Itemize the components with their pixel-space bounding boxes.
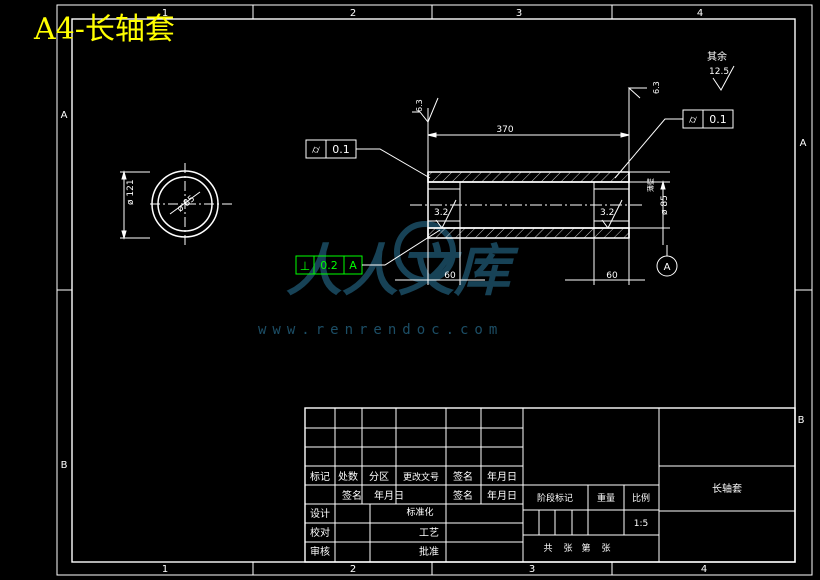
tol-left-value: 0.1 [332,143,350,156]
zone-bottom-2: 2 [350,564,356,575]
dim-right-len: 60 [606,271,618,281]
tb-scale-value: 1:5 [634,519,648,529]
watermark-brand: 人人文库 [286,239,519,304]
dim-bore-dia: ø 85 [660,195,670,215]
tb-standardize: 标准化 [406,506,433,518]
zone-labels: 1 2 3 4 1 2 3 4 A B A B [61,8,807,575]
dim-length: 370 [496,125,513,135]
watermark-url: www.renrendoc.com [258,322,504,338]
zone-top-4: 4 [697,8,703,19]
tol-perp-value: 0.2 [320,259,338,272]
tol-frame-right [614,109,734,179]
tol-right-value: 0.1 [709,113,727,126]
section-view [410,171,645,239]
roughness-inner [435,199,623,229]
zone-top-3: 3 [516,8,522,19]
watermark-logo: 人人文库 [286,221,519,304]
tb-sheets-total: 共 [543,543,552,554]
tb-header-mark: 标记 [310,471,330,483]
roughness-note [712,65,735,91]
tb-role-check: 校对 [310,526,330,539]
tol-right-symbol: ⌭ [689,113,697,126]
tb-date-1: 年月日 [374,489,404,502]
section-bottom-wall [427,227,630,239]
tb-header-date: 年月日 [487,470,517,483]
rough-left-top-value: 6.3 [415,99,424,112]
zone-right-b: B [798,415,805,426]
tb-header-count: 处数 [338,470,358,483]
tb-stage-mark: 阶段标记 [537,492,573,504]
tol-frame-left [305,139,431,179]
bottom-dimensions [395,228,645,285]
roughness-left-top [412,97,439,123]
zone-marks [57,5,812,575]
tb-role-design: 设计 [310,507,330,520]
tb-weight: 重量 [597,492,615,504]
datum-marker [656,245,678,277]
tb-sign-2: 签名 [453,489,473,502]
end-view [120,163,233,245]
tb-header-change: 更改文号 [403,471,439,483]
tb-sheet-unit: 张 [601,543,610,554]
dim-outer-dia: ø 121 [126,179,136,205]
tb-date-2: 年月日 [487,489,517,502]
tb-sheets-unit: 张 [563,543,572,554]
tb-role-review: 审核 [310,545,330,558]
tb-header-zone: 分区 [369,471,389,483]
tol-perp-datum: A [349,259,357,272]
title-block [304,407,796,563]
roughness-note-label: 其余 [707,50,727,63]
drawing-title: A4-长轴套 [34,12,175,47]
tb-part-name: 长轴套 [712,482,742,495]
zone-bottom-4: 4 [701,564,707,575]
datum-label: A [664,262,671,273]
dim-side-note: 薄壁 [646,178,655,192]
section-top-wall [427,171,630,183]
tb-header-sign: 签名 [453,470,473,483]
zone-left-a: A [61,110,68,121]
dim-left-len: 60 [444,271,456,281]
rough-right-top-value: 6.3 [652,81,661,94]
tb-scale-label: 比例 [632,492,650,504]
tol-perp-symbol: ⊥ [300,259,310,273]
zone-bottom-3: 3 [529,564,535,575]
tb-sheet-no: 第 [581,542,590,554]
tb-process: 工艺 [419,527,439,539]
zone-top-2: 2 [350,8,356,19]
zone-left-b: B [61,460,68,471]
roughness-right-top [627,87,647,108]
roughness-note-value: 12.5 [709,67,729,77]
tol-left-symbol: ⌭ [312,143,320,156]
tb-sign-1: 签名 [342,489,362,502]
title-block-text: 标记 处数 分区 更改文号 签名 年月日 签名 年月日 签名 年月日 设计 校对… [310,470,742,558]
zone-bottom-1: 1 [162,564,168,575]
right-dimension-lines [629,171,670,245]
zone-right-a: A [800,138,807,149]
tb-approve: 批准 [419,545,439,558]
length-dimension [427,100,630,172]
rough-right-in-value: 3.2 [600,208,614,218]
tol-perp-leader [362,229,441,266]
rough-left-in-value: 3.2 [434,208,448,218]
zone-top-1: 1 [162,8,168,19]
